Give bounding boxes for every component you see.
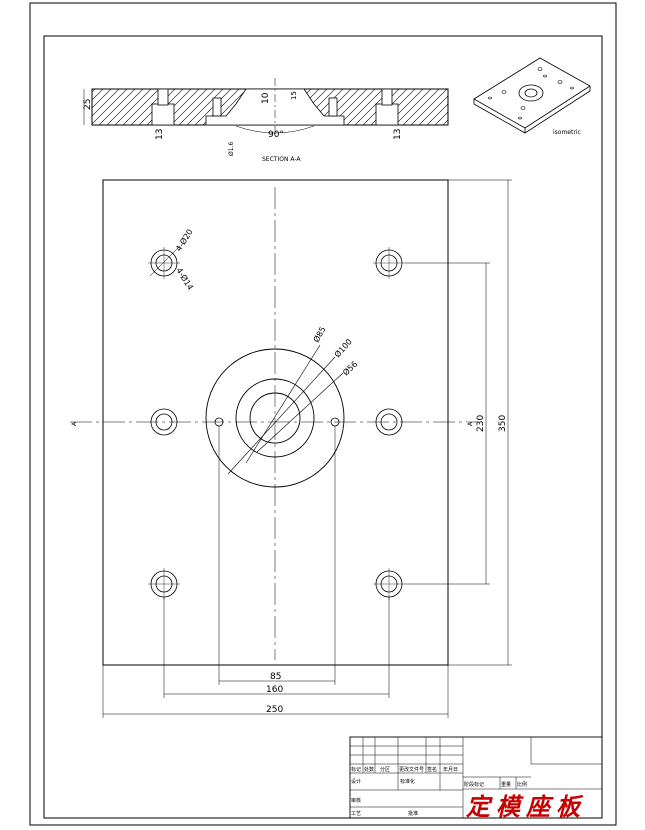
iso-label: isometric	[553, 129, 581, 136]
dim-thickness: 25	[83, 99, 93, 110]
dim-width-mid: 160	[266, 685, 283, 695]
tb-cell-8: 审核	[351, 797, 361, 804]
tb-cell-13: 比例	[517, 781, 527, 788]
tb-cell-6: 设计	[351, 778, 361, 785]
tb-cell-1: 处数	[364, 766, 374, 773]
tb-cell-10: 批准	[408, 810, 418, 817]
tb-cell-3: 更改文件号	[399, 766, 424, 773]
dim-recess: 10	[261, 92, 271, 104]
plate-outline	[102, 179, 449, 666]
inner-border	[43, 35, 603, 819]
section-label: SECTION A-A	[262, 156, 301, 163]
title-block: 标记 处数 分区 更改文件号 签名 年月日 设计 标准化 审核 工艺 批准 阶段…	[349, 736, 603, 821]
tb-cell-0: 标记	[351, 766, 361, 773]
section-mark-right: A	[467, 421, 474, 426]
tb-cell-2: 分区	[380, 766, 390, 773]
tb-cell-11: 阶段标记	[464, 781, 484, 788]
dim-right-hole: 13	[393, 129, 403, 140]
dim-d-inner: Ø56	[340, 359, 359, 378]
section-mark-left: A	[71, 421, 78, 426]
outer-border	[29, 2, 617, 826]
tb-cell-5: 年月日	[443, 766, 458, 773]
dim-height-inner: 230	[476, 415, 486, 432]
dim-small: 15	[290, 91, 298, 100]
dim-width-outer: 250	[266, 705, 283, 715]
dim-top-hole-b: 4-Ø14	[174, 266, 195, 292]
dim-d-outer: Ø85	[311, 325, 328, 344]
dim-d-mid: Ø100	[332, 337, 354, 360]
plan-view: A A Ø85 Ø100 Ø56 4-Ø20	[70, 179, 512, 718]
drawing-title: 定模座板	[465, 792, 586, 821]
dim-top-hole-a: 4-Ø20	[173, 227, 194, 253]
dim-angle: 90°	[268, 130, 284, 140]
dim-bottom-note: Ø1.6	[228, 142, 235, 156]
tb-cell-9: 工艺	[351, 811, 361, 817]
isometric-view: isometric	[473, 57, 591, 136]
dim-height-outer: 350	[498, 415, 508, 432]
tb-cell-12: 重量	[501, 781, 511, 788]
tb-cell-7: 标准化	[400, 778, 415, 785]
dim-width-inner: 85	[270, 672, 281, 682]
tb-cell-4: 签名	[427, 766, 437, 773]
section-view: 25 13 13 10 90° 15 Ø1.6 SECTION A-A	[83, 78, 449, 163]
dim-left-hole: 13	[155, 129, 165, 140]
